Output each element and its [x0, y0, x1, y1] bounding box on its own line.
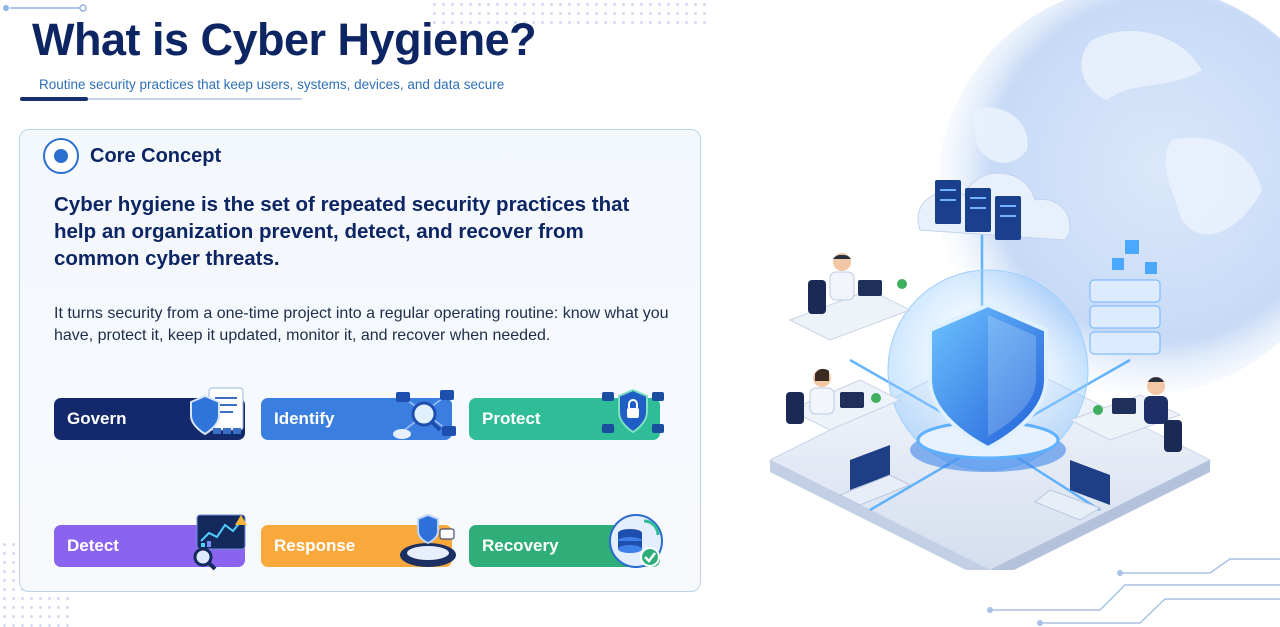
page-title: What is Cyber Hygiene?: [32, 14, 537, 65]
pillar-label: Identify: [274, 409, 335, 428]
target-icon: [43, 138, 79, 174]
response-ring-icon: [400, 513, 456, 567]
dot-pattern-top: [430, 0, 710, 30]
page-subtitle: Routine security practices that keep use…: [39, 77, 505, 92]
database-restore-icon: [609, 514, 663, 568]
circuit-lines-bottom-icon: [987, 558, 1280, 626]
pillar-detect: Detect: [54, 514, 247, 571]
definition-lead: Cyber hygiene is the set of repeated sec…: [54, 193, 630, 270]
core-concept-card: [19, 129, 701, 592]
circuit-line-top-icon: [3, 4, 87, 12]
policy-shield-icon: [190, 387, 244, 436]
pillar-label: Response: [274, 536, 356, 555]
definition-body: It turns security from a one-time projec…: [54, 305, 669, 344]
network-search-icon: [393, 390, 456, 439]
pillar-recovery: Recovery: [469, 514, 663, 568]
cyber-security-office-illustration: [768, 172, 1212, 570]
title-underline-accent: [20, 97, 88, 101]
pillar-label: Govern: [67, 409, 127, 428]
pillar-label: Detect: [67, 536, 119, 555]
monitoring-dashboard-icon: [193, 514, 247, 571]
lock-shield-icon: [602, 388, 664, 434]
section-label: Core Concept: [90, 145, 222, 167]
pillar-identify: Identify: [261, 390, 456, 440]
pillar-protect: Protect: [469, 388, 664, 440]
pillar-response: Response: [261, 513, 456, 567]
pillar-label: Protect: [482, 409, 541, 428]
pillar-govern: Govern: [54, 387, 245, 440]
title-underline: [88, 98, 302, 100]
pillar-label: Recovery: [482, 536, 559, 555]
